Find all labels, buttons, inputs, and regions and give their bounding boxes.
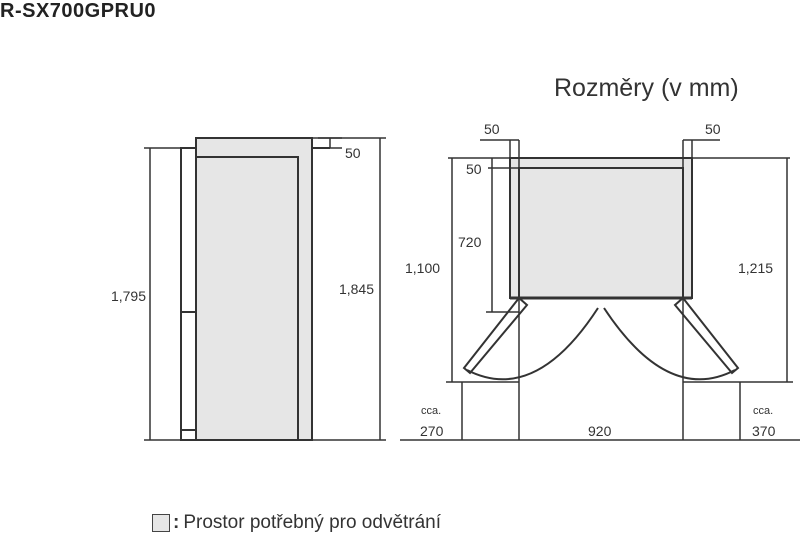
dimensions-title: Rozměry (v mm)	[554, 74, 739, 102]
left-door-open	[462, 296, 529, 375]
right-door-swing	[603, 307, 736, 381]
side-height-body-label: 1,795	[111, 288, 146, 304]
top-approx-right-label: cca.	[753, 405, 773, 417]
right-door-open	[673, 296, 740, 375]
legend: : Prostor potřebný pro odvětrání	[152, 512, 441, 534]
side-fridge-body	[196, 156, 299, 441]
side-top-clearance-label: 50	[345, 145, 361, 161]
top-fridge-body	[518, 167, 684, 299]
side-view	[144, 137, 386, 441]
side-fridge-door	[180, 147, 197, 441]
top-bottom-left-label: 270	[420, 423, 444, 439]
top-approx-left-label: cca.	[421, 405, 441, 417]
top-bottom-right-label: 370	[752, 423, 776, 439]
top-side-clearance-left-label: 50	[484, 121, 500, 137]
top-side-clearance-right-label: 50	[705, 121, 721, 137]
legend-text: Prostor potřebný pro odvětrání	[183, 512, 442, 533]
top-rear-clearance-label: 50	[466, 161, 482, 177]
side-ventilation-area	[195, 137, 313, 441]
legend-colon: :	[173, 512, 180, 533]
legend-swatch-icon	[152, 514, 170, 532]
top-view	[400, 139, 800, 441]
model-title: R-SX700GPRU0	[0, 0, 157, 22]
side-height-total-label: 1,845	[339, 281, 374, 297]
left-door-swing	[466, 307, 599, 381]
top-body-depth-label: 720	[458, 234, 482, 250]
top-depth-right-label: 1,215	[738, 260, 773, 276]
top-depth-left-label: 1,100	[405, 260, 440, 276]
top-bottom-center-label: 920	[588, 423, 612, 439]
